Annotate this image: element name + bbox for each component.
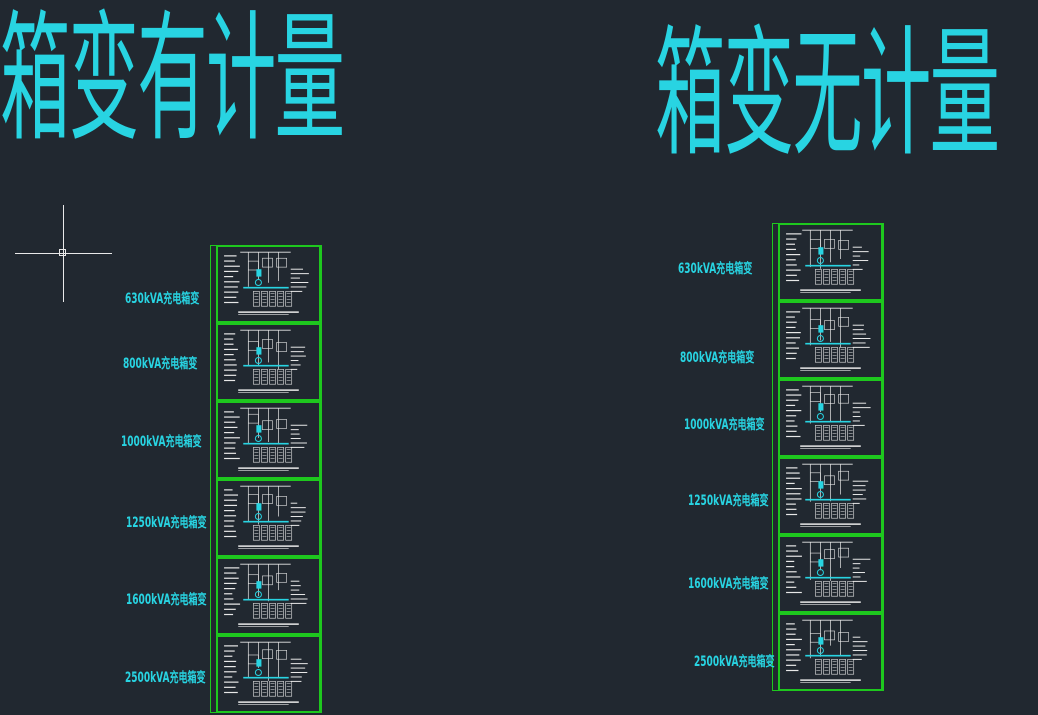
right-label-800[interactable]: 800kVA充电箱变	[680, 349, 755, 366]
schematic-drawing	[786, 229, 869, 293]
right-label-630[interactable]: 630kVA充电箱变	[678, 260, 753, 277]
schematic-drawing	[224, 563, 308, 627]
right-sheet-2[interactable]	[778, 301, 883, 379]
schematic-drawing	[224, 485, 306, 549]
left-label-800[interactable]: 800kVA充电箱变	[123, 355, 198, 372]
title-without-metering: 箱变无计量	[655, 12, 1000, 176]
left-sheet-4[interactable]	[216, 479, 321, 557]
right-sheet-3[interactable]	[778, 379, 883, 457]
crosshair-cursor-icon	[15, 205, 112, 302]
schematic-drawing	[786, 619, 868, 683]
right-label-2500[interactable]: 2500kVA充电箱变	[694, 653, 775, 670]
left-sheet-5[interactable]	[216, 557, 321, 635]
right-sheet-1[interactable]	[778, 223, 883, 301]
title-with-metering: 箱变有计量	[0, 0, 345, 161]
left-label-1000[interactable]: 1000kVA充电箱变	[121, 433, 202, 450]
left-label-1250[interactable]: 1250kVA充电箱变	[126, 514, 207, 531]
left-label-1600[interactable]: 1600kVA充电箱变	[126, 591, 207, 608]
right-sheet-5[interactable]	[778, 535, 883, 613]
right-label-1000[interactable]: 1000kVA充电箱变	[684, 416, 765, 433]
right-sheet-4[interactable]	[778, 457, 883, 535]
right-sheet-6[interactable]	[778, 613, 883, 691]
left-sheet-6[interactable]	[216, 635, 321, 713]
left-label-630[interactable]: 630kVA充电箱变	[125, 290, 200, 307]
schematic-drawing	[224, 251, 309, 315]
schematic-drawing	[224, 407, 308, 471]
schematic-drawing	[786, 307, 871, 371]
right-label-1250[interactable]: 1250kVA充电箱变	[688, 492, 769, 509]
left-label-2500[interactable]: 2500kVA充电箱变	[125, 669, 206, 686]
schematic-drawing	[786, 541, 871, 605]
left-sheet-1[interactable]	[216, 245, 321, 323]
left-sheet-2[interactable]	[216, 323, 321, 401]
schematic-drawing	[224, 641, 308, 705]
schematic-drawing	[786, 385, 871, 449]
right-label-1600[interactable]: 1600kVA充电箱变	[688, 575, 769, 592]
left-sheet-3[interactable]	[216, 401, 321, 479]
schematic-drawing	[224, 329, 306, 393]
schematic-drawing	[786, 463, 869, 527]
